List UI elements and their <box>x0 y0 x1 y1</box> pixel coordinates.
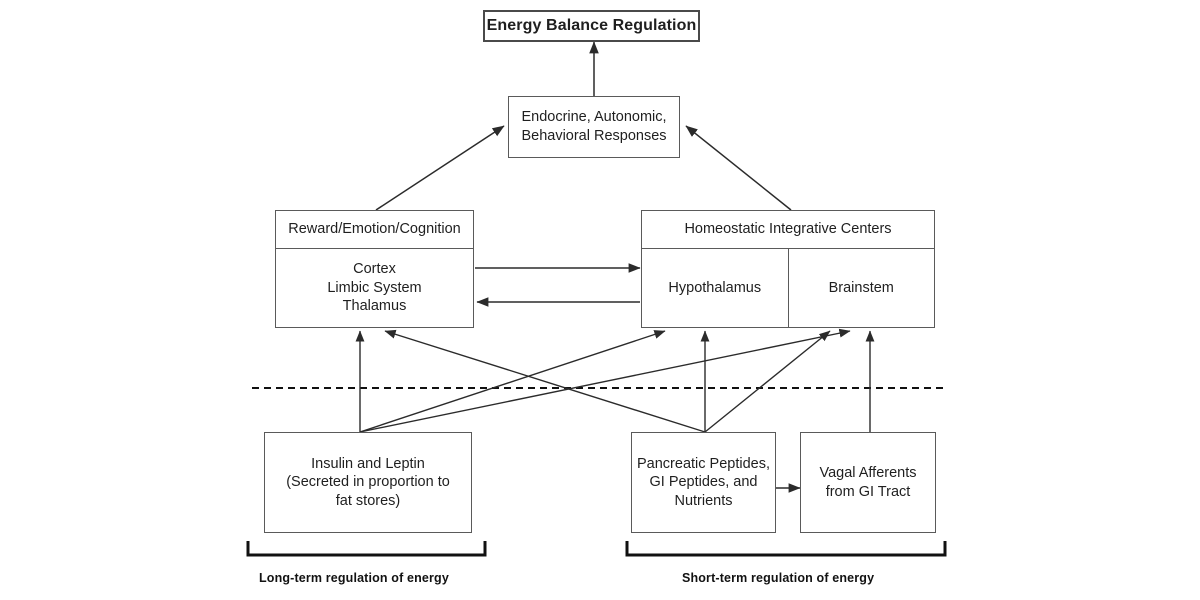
reward-line-3: Thalamus <box>342 298 407 315</box>
homeostatic-box-header-region: Homeostatic Integrative Centers <box>642 211 934 249</box>
insulin-line-1: Insulin and Leptin <box>311 455 425 472</box>
box-homeostatic-integrative-centers[interactable]: Homeostatic Integrative Centers Hypothal… <box>641 210 935 328</box>
vagal-line-1: Vagal Afferents <box>819 464 917 481</box>
responses-line-1: Endocrine, Autonomic, <box>521 109 667 126</box>
box-pancreatic-gi-peptides-nutrients[interactable]: Pancreatic Peptides, GI Peptides, and Nu… <box>631 432 776 533</box>
insulin-line-3: fat stores) <box>335 492 401 509</box>
peptides-line-3: Nutrients <box>674 492 733 509</box>
reward-line-2: Limbic System <box>327 279 422 296</box>
bracket-short-term <box>625 541 947 557</box>
reward-box-header-label: Reward/Emotion/Cognition <box>288 221 461 238</box>
hypothalamus-label: Hypothalamus <box>668 279 762 296</box>
label-long-term-regulation: Long-term regulation of energy <box>259 571 449 585</box>
box-vagal-afferents-from-gi-tract[interactable]: Vagal Afferents from GI Tract <box>800 432 936 533</box>
responses-line-2: Behavioral Responses <box>521 128 667 144</box>
arrow-insulin-to-hypothalamus <box>359 330 666 433</box>
subbox-hypothalamus[interactable]: Hypothalamus <box>642 249 789 327</box>
arrow-peptides-to-reward <box>384 329 706 433</box>
energy-balance-regulation-label: Energy Balance Regulation <box>486 16 697 34</box>
short-term-regulation-text: Short-term regulation of energy <box>682 571 875 585</box>
long-term-regulation-text: Long-term regulation of energy <box>259 571 449 585</box>
reward-line-1: Cortex <box>353 261 396 278</box>
subbox-brainstem[interactable]: Brainstem <box>789 249 935 327</box>
peptides-line-1: Pancreatic Peptides, <box>637 455 770 472</box>
box-energy-balance-regulation[interactable]: Energy Balance Regulation <box>483 10 700 42</box>
brainstem-label: Brainstem <box>828 279 894 296</box>
reward-box-header-region: Reward/Emotion/Cognition <box>276 211 473 249</box>
bracket-long-term <box>246 541 487 557</box>
arrow-insulin-to-brainstem <box>359 328 851 433</box>
homeostatic-box-header-label: Homeostatic Integrative Centers <box>684 221 892 238</box>
box-endocrine-autonomic-behavioral-responses[interactable]: Endocrine, Autonomic, Behavioral Respons… <box>508 96 680 158</box>
box-insulin-and-leptin[interactable]: Insulin and Leptin (Secreted in proporti… <box>264 432 472 533</box>
arrow-homeostatic-to-responses <box>685 125 792 211</box>
label-short-term-regulation: Short-term regulation of energy <box>682 571 874 585</box>
box-reward-emotion-cognition[interactable]: Reward/Emotion/Cognition Cortex Limbic S… <box>275 210 474 328</box>
insulin-line-2: (Secreted in proportion to <box>286 474 450 491</box>
reward-box-body-region: Cortex Limbic System Thalamus <box>276 249 473 327</box>
homeostatic-box-body-region: Hypothalamus Brainstem <box>642 249 934 327</box>
arrow-peptides-to-brainstem <box>704 330 831 433</box>
arrow-reward-to-responses <box>375 125 505 211</box>
vagal-line-2: from GI Tract <box>825 483 911 500</box>
peptides-line-2: GI Peptides, and <box>649 474 758 491</box>
